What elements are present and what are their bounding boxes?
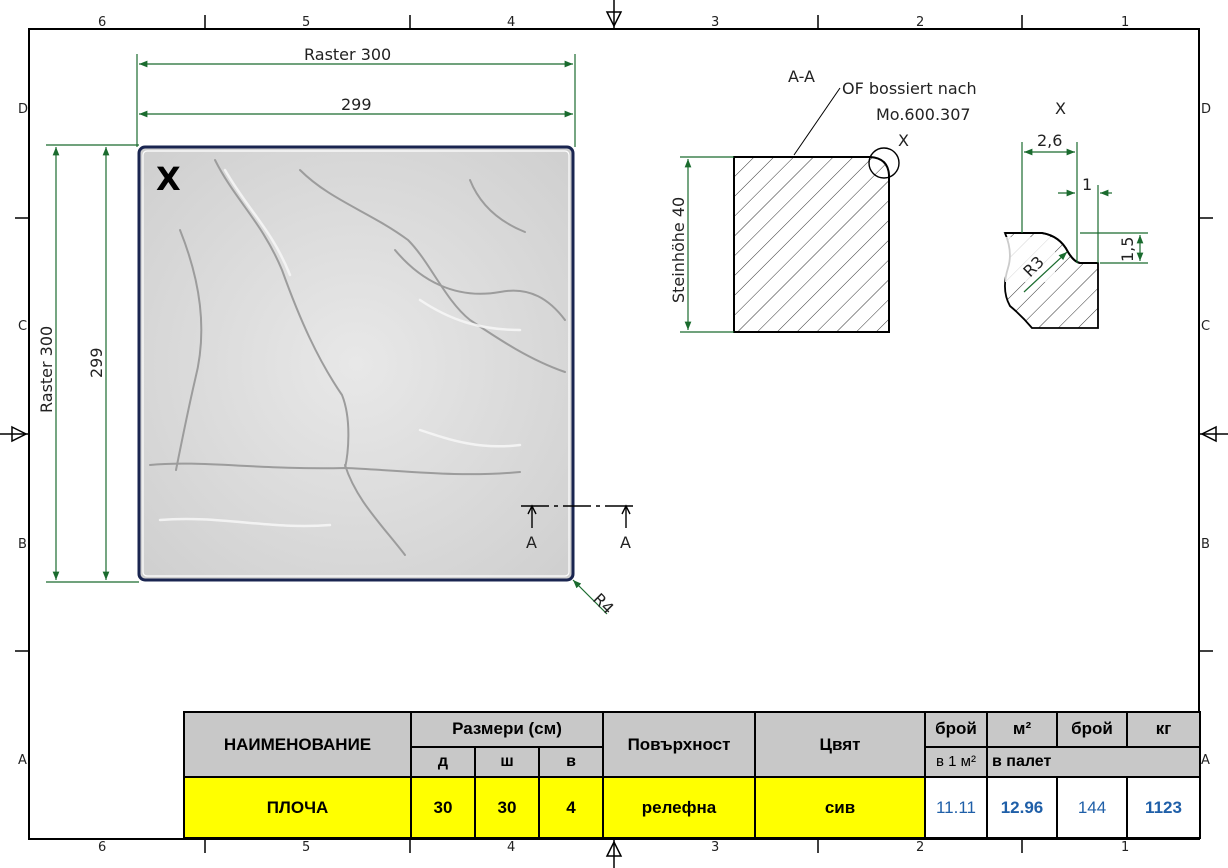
zone-ticks — [15, 15, 1213, 853]
section-note-line2: Mo.600.307 — [876, 105, 971, 124]
zone-top-1: 1 — [1121, 15, 1129, 30]
row-color: сив — [754, 776, 926, 839]
header-v: в — [538, 745, 604, 779]
corner-radius-label: R4 — [589, 589, 617, 617]
row-v: 4 — [538, 776, 604, 839]
section-detail-mark: X — [898, 131, 909, 150]
zone-bottom-2: 2 — [916, 840, 924, 855]
zone-right-c: C — [1201, 319, 1210, 334]
zone-left-a: A — [18, 753, 27, 768]
spec-table: НАИМЕНОВАНИЕ Размери (см) Повърхност Цвя… — [183, 710, 1201, 839]
detail-step-label: 1 — [1082, 175, 1092, 194]
stone-height-label: Steinhöhe 40 — [669, 197, 688, 303]
header-count: брой — [924, 711, 988, 748]
section-title: A-A — [788, 67, 815, 86]
header-count-sub: в 1 м² — [924, 745, 988, 779]
detail-title: X — [1055, 99, 1066, 118]
section-mark-right: A — [620, 533, 631, 552]
header-count-pallet: брой — [1056, 711, 1128, 748]
row-count-per-m2: 11.11 — [924, 776, 988, 839]
zone-top-6: 6 — [98, 15, 106, 30]
zone-left-d: D — [18, 102, 28, 117]
header-name: НАИМЕНОВАНИЕ — [183, 710, 412, 779]
header-d: д — [410, 745, 476, 779]
row-sh: 30 — [474, 776, 540, 839]
header-sh: ш — [474, 745, 540, 779]
height-dim-label: 299 — [87, 347, 106, 378]
zone-bottom-5: 5 — [302, 840, 310, 855]
zone-top-5: 5 — [302, 15, 310, 30]
zone-right-a: A — [1201, 753, 1210, 768]
section-view: A-A OF bossiert nach Mo.600.307 X Steinh… — [669, 67, 977, 333]
zone-top-2: 2 — [916, 15, 924, 30]
tile-outline — [137, 145, 575, 582]
detail-view: X 2,6 1 1,5 R3 — [1003, 99, 1148, 329]
header-dimensions: Размери (см) — [410, 711, 604, 748]
width-dim-label: 299 — [341, 95, 372, 114]
stone-highlights — [158, 168, 522, 528]
header-color: Цвят — [754, 710, 926, 779]
zone-bottom-6: 6 — [98, 840, 106, 855]
zone-bottom-3: 3 — [711, 840, 719, 855]
zone-right-b: B — [1201, 537, 1210, 552]
zone-bottom-1: 1 — [1121, 840, 1129, 855]
header-surface: Повърхност — [602, 710, 756, 779]
zone-bottom-4: 4 — [507, 840, 515, 855]
row-name: ПЛОЧА — [183, 776, 412, 839]
raster-top-label: Raster 300 — [304, 45, 391, 64]
header-kg: кг — [1126, 711, 1201, 748]
row-surface: релефна — [602, 776, 756, 839]
zone-left-c: C — [18, 319, 27, 334]
section-note-line1: OF bossiert nach — [842, 79, 977, 98]
zone-top-4: 4 — [507, 15, 515, 30]
zone-left-b: B — [18, 537, 27, 552]
row-kg-per-pallet: 1123 — [1126, 776, 1201, 839]
tile-inner-edge — [142, 150, 570, 577]
stone-relief — [149, 159, 566, 556]
raster-left-label: Raster 300 — [37, 326, 56, 413]
header-pallet: в палет — [986, 745, 1201, 779]
detail-depth-label: 1,5 — [1118, 237, 1137, 262]
zone-top-3: 3 — [711, 15, 719, 30]
row-count-per-pallet: 144 — [1056, 776, 1128, 839]
detail-x-marker: X — [156, 160, 181, 198]
plan-view: X Raster 300 299 Raster 300 299 R4 A A — [37, 45, 636, 618]
row-d: 30 — [410, 776, 476, 839]
header-m2: м² — [986, 711, 1058, 748]
row-m2-per-pallet: 12.96 — [986, 776, 1058, 839]
section-mark-left: A — [526, 533, 537, 552]
detail-width-label: 2,6 — [1037, 131, 1062, 150]
zone-right-d: D — [1201, 102, 1211, 117]
